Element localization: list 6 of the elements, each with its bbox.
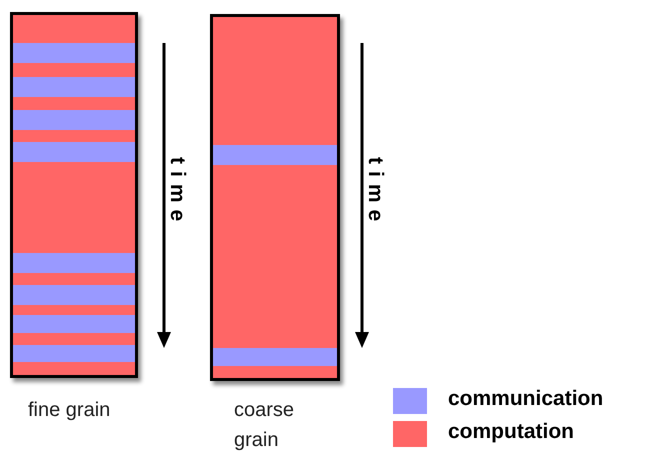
bar-caption: fine grain [28,398,112,423]
timeline-bar [210,14,340,381]
legend-label: communication [448,387,604,411]
bar-caption: coarse grain [234,398,296,453]
legend-label: computation [448,420,574,444]
timeline-bar [10,12,138,378]
